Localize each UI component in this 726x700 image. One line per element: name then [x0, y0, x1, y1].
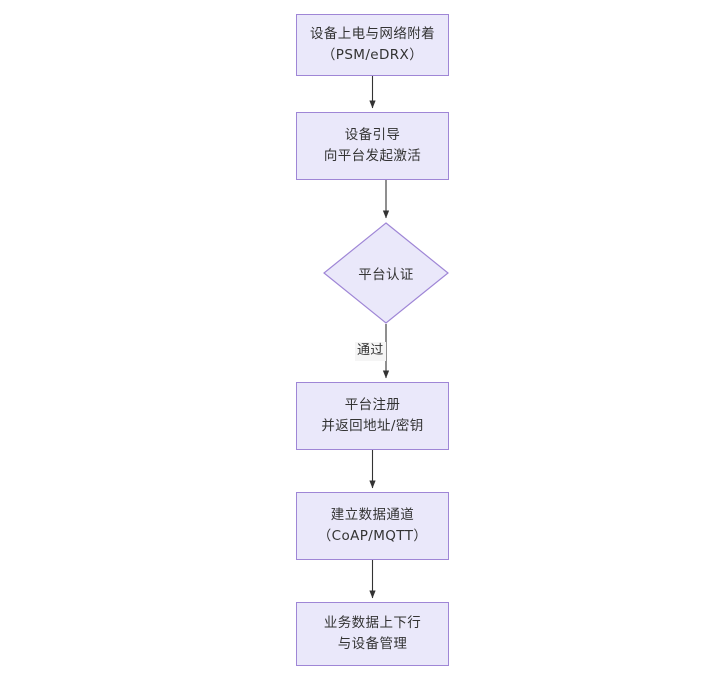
flow-node-line: 向平台发起激活	[323, 148, 422, 164]
flow-node-platform-registration[interactable]: 平台注册 并返回地址/密钥	[296, 382, 449, 450]
flow-node-line: 并返回地址/密钥	[321, 418, 424, 434]
flow-node-line: 设备上电与网络附着	[309, 26, 436, 43]
flow-node-line: 设备引导	[344, 127, 401, 144]
flow-node-line: 业务数据上下行	[323, 615, 422, 632]
flow-node-data-channel[interactable]: 建立数据通道 （CoAP/MQTT）	[296, 492, 449, 560]
flow-node-line: （PSM/eDRX）	[321, 47, 424, 63]
flow-node-line: 平台认证	[358, 267, 414, 283]
edge-label-text: 通过	[357, 343, 384, 358]
flow-node-device-bootstrap[interactable]: 设备引导 向平台发起激活	[296, 112, 449, 180]
flow-node-line: （CoAP/MQTT）	[317, 528, 428, 544]
flow-node-business-data-and-device-management[interactable]: 业务数据上下行 与设备管理	[296, 602, 449, 666]
edge-label-pass: 通过	[355, 342, 386, 361]
flow-node-device-power-on[interactable]: 设备上电与网络附着 （PSM/eDRX）	[296, 14, 449, 76]
flow-node-platform-auth-decision[interactable]: 平台认证	[323, 222, 449, 324]
flow-node-line: 建立数据通道	[330, 507, 415, 524]
diamond-shape-icon	[323, 222, 449, 324]
flow-node-line: 平台注册	[344, 397, 401, 414]
flow-node-line: 与设备管理	[337, 636, 408, 652]
